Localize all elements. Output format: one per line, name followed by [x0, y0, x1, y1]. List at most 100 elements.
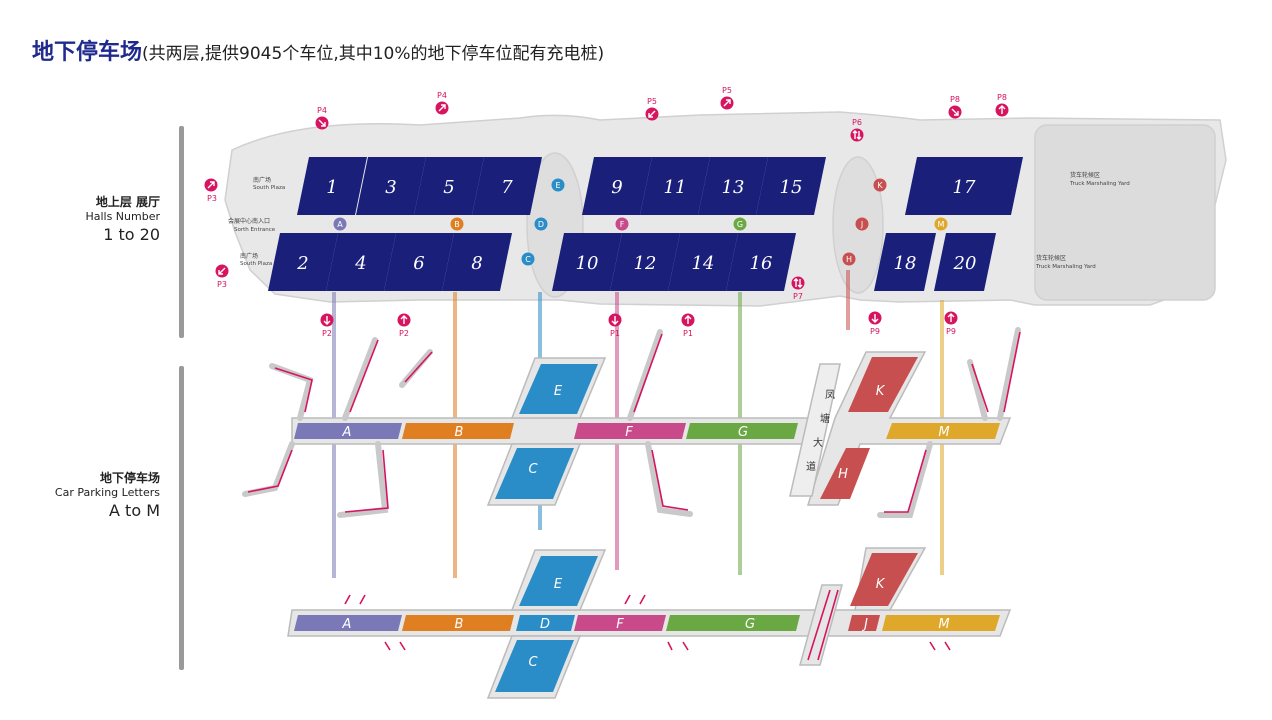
arrow-icon: [684, 315, 692, 324]
parking-sign-label: P1: [683, 329, 693, 338]
b2-zone-F[interactable]: [574, 615, 666, 631]
b2-zone-G[interactable]: [666, 615, 800, 631]
road-char-3: 大: [813, 436, 823, 449]
hall-12[interactable]: [610, 233, 680, 291]
b1-zone-label-G: G: [738, 425, 748, 440]
hall-8[interactable]: [442, 233, 512, 291]
hall-20[interactable]: [934, 233, 996, 291]
parking-sign-label: P4: [437, 91, 447, 100]
parking-sign-p3-4: P3: [204, 178, 218, 203]
parking-sign-p8-13: P8: [995, 93, 1009, 117]
b1-zone-H[interactable]: [820, 448, 870, 499]
b2-zone-J[interactable]: [848, 615, 880, 631]
zone-marker-label-K: K: [877, 181, 883, 190]
b2-zone-B[interactable]: [402, 615, 514, 631]
zone-marker-A: [333, 217, 347, 231]
arrow-icon: [871, 314, 879, 323]
b1-zone-label-H: H: [838, 467, 848, 482]
hall-1[interactable]: [297, 157, 367, 215]
road-char-1: 凤: [825, 389, 835, 401]
arrow-icon: [998, 105, 1006, 114]
b1-zone-B[interactable]: [402, 423, 514, 439]
b1-zone-F[interactable]: [574, 423, 686, 439]
parking-sign-p1-1: P1: [608, 313, 622, 338]
parking-sign-label: P5: [647, 97, 657, 106]
b1-zone-A[interactable]: [294, 423, 402, 439]
hall-18[interactable]: [874, 233, 936, 291]
hall-17[interactable]: [905, 157, 1023, 215]
zone-marker-label-A: A: [337, 220, 343, 229]
arrow-icon: [793, 278, 803, 288]
zone-marker-G: [733, 217, 747, 231]
hall-label-20: 20: [953, 253, 977, 274]
hall-4[interactable]: [326, 233, 396, 291]
parking-sign-p9-15: P9: [944, 311, 958, 336]
zone-marker-label-D: D: [538, 220, 544, 229]
b1-zone-C[interactable]: [495, 448, 574, 499]
b2-zone-D[interactable]: [516, 615, 575, 631]
b2-zone-label-A: A: [342, 617, 352, 632]
zone-marker-label-J: J: [860, 220, 863, 229]
hall-2[interactable]: [268, 233, 338, 291]
hall-15[interactable]: [756, 157, 826, 215]
zone-marker-label-M: M: [938, 220, 945, 229]
b1-zone-M[interactable]: [886, 423, 1000, 439]
b1-zone-label-A: A: [342, 425, 352, 440]
ground-labels: 南广场 South Plaza 会展中心南入口 Sorth Entrance 南…: [228, 171, 1130, 270]
b2-zone-E[interactable]: [519, 556, 598, 606]
b2-routes: [344, 589, 951, 661]
upper-level-range: 1 to 20: [103, 225, 160, 244]
b2-zone-C[interactable]: [495, 640, 574, 692]
b2-zone-A[interactable]: [294, 615, 402, 631]
b1-zone-K[interactable]: [848, 357, 918, 412]
b2-zone-label-K: K: [876, 577, 886, 592]
b1-zone-G[interactable]: [686, 423, 798, 439]
zone-marker-label-B: B: [454, 220, 460, 229]
b1-zone-label-B: B: [455, 425, 464, 440]
parking-sign-p5-8: P5: [645, 97, 659, 121]
zone-marker-B: [450, 217, 464, 231]
hall-11[interactable]: [640, 157, 710, 215]
hall-13[interactable]: [698, 157, 768, 215]
zone-marker-label-E: E: [555, 181, 560, 190]
b1-zone-label-C: C: [528, 462, 538, 477]
b2-zone-label-D: D: [540, 617, 550, 632]
hall-6[interactable]: [384, 233, 454, 291]
b2-zone-label-C: C: [528, 655, 538, 670]
parking-sign-label: P4: [317, 106, 327, 115]
hall-14[interactable]: [668, 233, 738, 291]
hall-5[interactable]: [414, 157, 484, 215]
hall-9[interactable]: [582, 157, 652, 215]
arrow-icon: [648, 110, 656, 118]
b2-zone-label-E: E: [554, 577, 563, 592]
hall-label-5: 5: [443, 177, 454, 198]
truck-yard-top-en: Truck Marshaling Yard: [1069, 181, 1130, 187]
hall-label-12: 12: [634, 253, 657, 274]
truck-yard-bottom-en: Truck Marshaling Yard: [1035, 264, 1096, 270]
hall-label-17: 17: [953, 177, 976, 198]
parking-sign-p6-10: P6: [850, 118, 864, 142]
b2-zone-K[interactable]: [850, 553, 918, 606]
title-sub: (共两层,提供9045个车位,其中10%的地下停车位配有充电桩): [142, 44, 605, 64]
parking-sign-p2-2: P2: [397, 313, 411, 338]
parking-sign-p3-5: P3: [215, 264, 229, 289]
hall-label-10: 10: [576, 253, 599, 274]
hall-3[interactable]: [356, 157, 426, 215]
upper-level-legend: 地上层 展厅 Halls Number 1 to 20: [85, 194, 160, 246]
hall-label-4: 4: [354, 253, 366, 274]
b1-zone-E[interactable]: [519, 364, 598, 414]
parking-sign-dot: [791, 276, 805, 290]
road-char-2: 塘: [820, 412, 830, 425]
hall-7[interactable]: [472, 157, 542, 215]
upper-level-en: Halls Number: [85, 210, 160, 223]
hall-16[interactable]: [726, 233, 796, 291]
arrow-icon: [852, 130, 862, 140]
hall-label-2: 2: [296, 253, 308, 274]
page-title: 地下停车场(共两层,提供9045个车位,其中10%的地下停车位配有充电桩): [32, 34, 604, 66]
upper-level-bar: [179, 126, 184, 338]
b2-zone-M[interactable]: [882, 615, 1000, 631]
parking-sign-p9-14: P9: [868, 311, 882, 336]
hall-10[interactable]: [552, 233, 622, 291]
